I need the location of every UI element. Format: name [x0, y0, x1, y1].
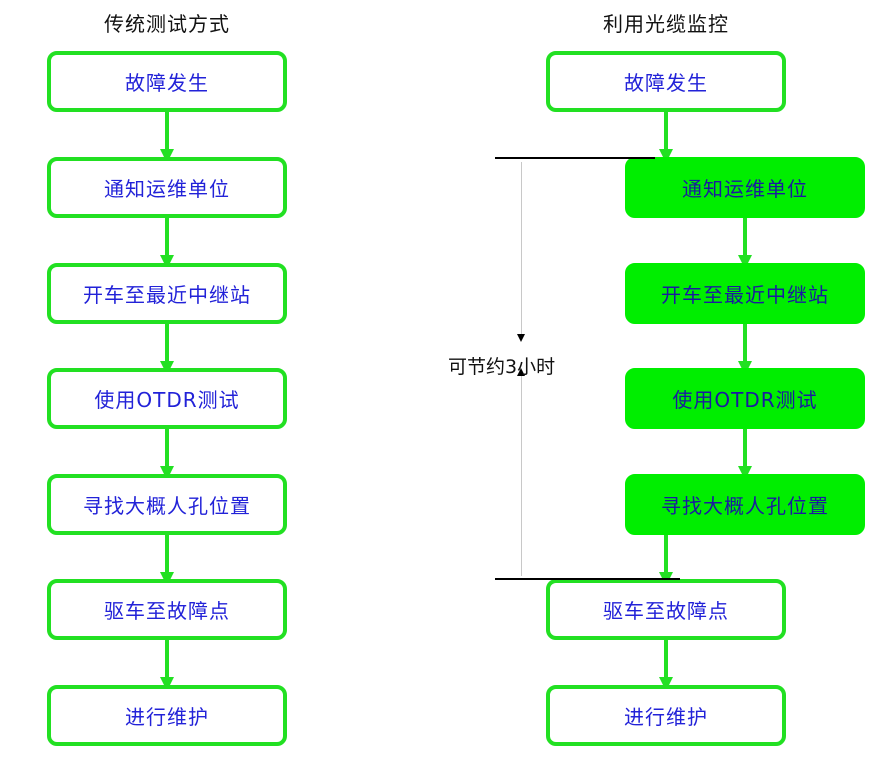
bracket-top-line: [495, 157, 655, 159]
bracket-bottom-line: [495, 578, 680, 580]
left-column-title: 传统测试方式: [104, 12, 230, 36]
right-step-maintenance: 进行维护: [546, 685, 786, 746]
left-step-find-manhole: 寻找大概人孔位置: [47, 474, 287, 535]
right-arrow-4: [738, 429, 752, 480]
left-step-drive-to-relay: 开车至最近中继站: [47, 263, 287, 324]
right-arrow-1: [659, 112, 673, 163]
left-step-fault-occurs: 故障发生: [47, 51, 287, 112]
bracket-upper-span: [521, 162, 522, 338]
left-arrow-2: [160, 218, 174, 269]
right-arrow-2: [738, 218, 752, 269]
left-step-drive-to-fault: 驱车至故障点: [47, 579, 287, 640]
right-arrow-6: [659, 640, 673, 691]
right-step-find-manhole: 寻找大概人孔位置: [625, 474, 865, 535]
right-step-notify-maintenance: 通知运维单位: [625, 157, 865, 218]
right-column-title: 利用光缆监控: [603, 12, 729, 36]
right-step-drive-to-fault: 驱车至故障点: [546, 579, 786, 640]
right-step-otdr-test: 使用OTDR测试: [625, 368, 865, 429]
bracket-lower-arrowhead: [517, 368, 525, 376]
left-step-otdr-test: 使用OTDR测试: [47, 368, 287, 429]
left-arrow-6: [160, 640, 174, 691]
left-arrow-1: [160, 112, 174, 163]
left-step-notify-maintenance: 通知运维单位: [47, 157, 287, 218]
left-step-maintenance: 进行维护: [47, 685, 287, 746]
time-saving-label: 可节约3小时: [448, 356, 556, 378]
bracket-lower-span: [521, 376, 522, 576]
left-arrow-4: [160, 429, 174, 480]
right-step-fault-occurs: 故障发生: [546, 51, 786, 112]
bracket-upper-arrowhead: [517, 334, 525, 342]
right-step-drive-to-relay: 开车至最近中继站: [625, 263, 865, 324]
